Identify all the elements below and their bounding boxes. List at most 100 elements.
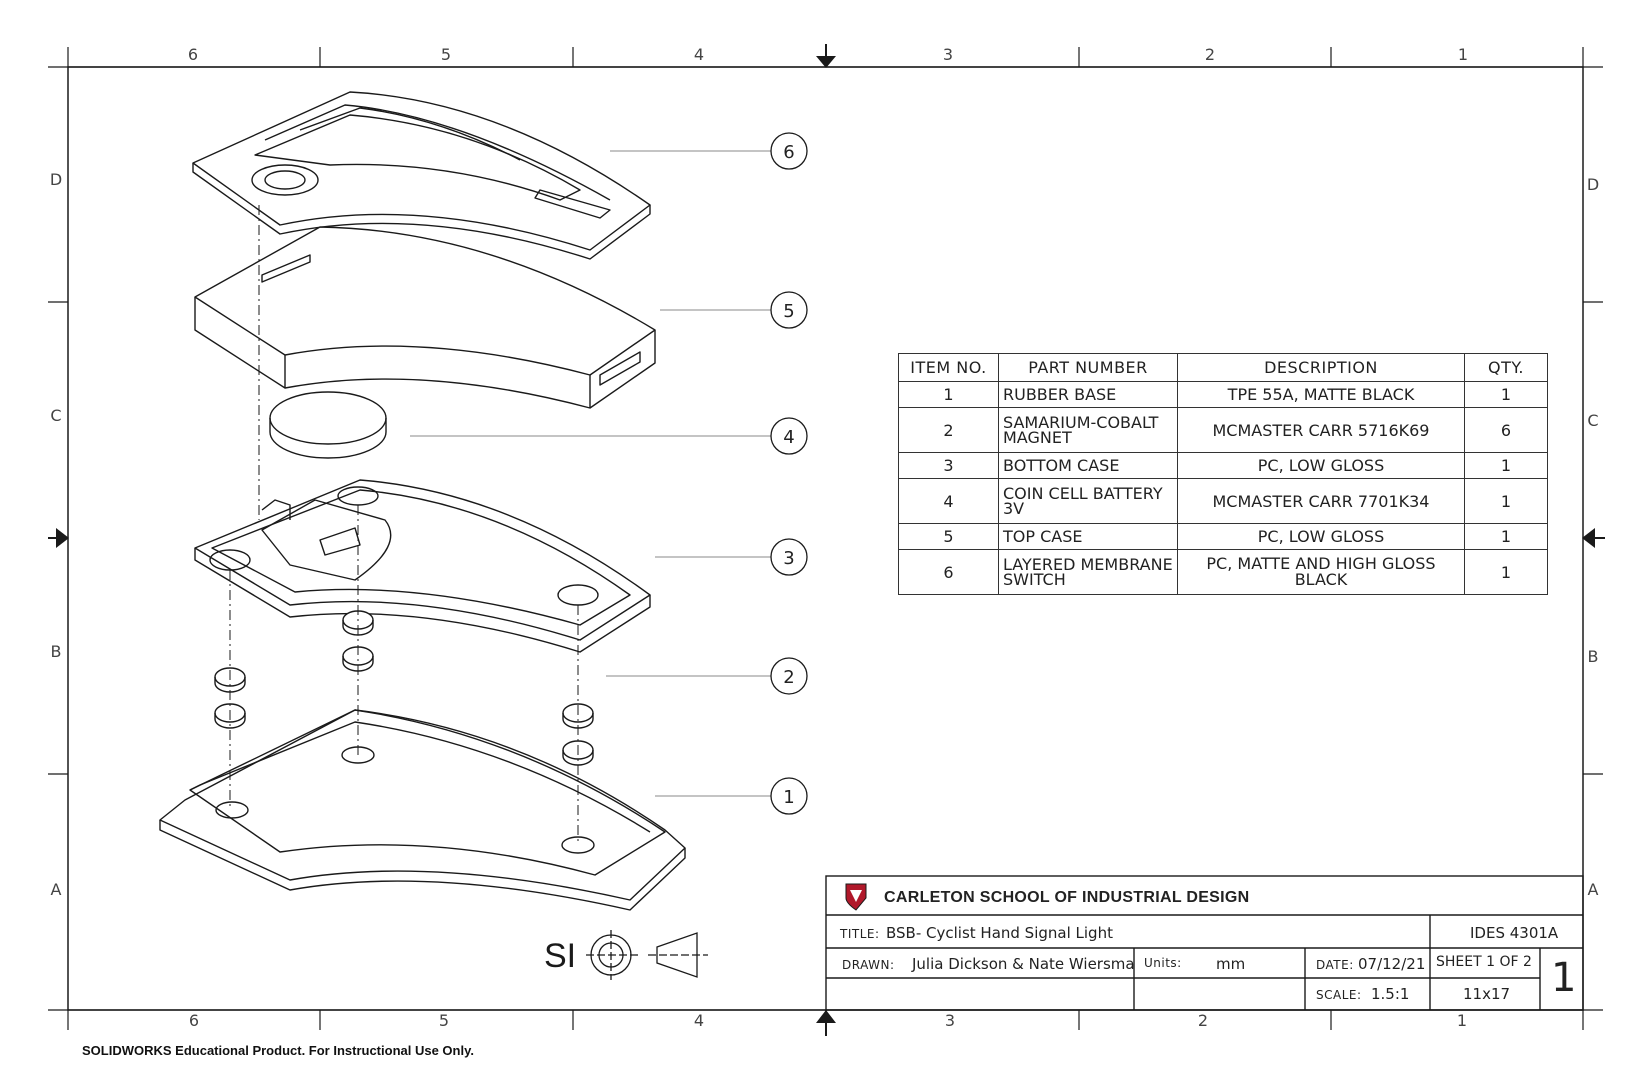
part-magnets bbox=[214, 610, 594, 766]
bom-item-no: 4 bbox=[898, 478, 999, 524]
bom-description: PC, MATTE AND HIGH GLOSS BLACK bbox=[1177, 549, 1465, 595]
balloon bbox=[770, 291, 808, 329]
bom-description: MCMASTER CARR 5716K69 bbox=[1177, 407, 1465, 453]
projection-symbol: SI bbox=[544, 930, 708, 980]
part-rubber-base bbox=[159, 709, 686, 911]
bill-of-materials-table: ITEM NO. PART NUMBER DESCRIPTION QTY. 1 … bbox=[898, 353, 1548, 595]
bom-item-no: 5 bbox=[898, 523, 999, 550]
bom-header: QTY. bbox=[1464, 353, 1548, 382]
balloon bbox=[770, 417, 808, 455]
bom-item-no: 2 bbox=[898, 407, 999, 453]
balloon-number: 2 bbox=[783, 667, 794, 688]
centering-arrows bbox=[48, 44, 1605, 1036]
bom-description: MCMASTER CARR 7701K34 bbox=[1177, 478, 1465, 524]
bom-part-number: LAYERED MEMBRANE SWITCH bbox=[998, 549, 1178, 595]
col-label-top: 6 bbox=[188, 45, 198, 64]
school-crest-logo bbox=[845, 883, 867, 911]
units-label: Units: bbox=[1144, 956, 1182, 970]
bom-part-number: SAMARIUM-COBALT MAGNET bbox=[998, 407, 1178, 453]
row-label-left: C bbox=[50, 406, 61, 425]
row-label-right: B bbox=[1588, 647, 1599, 666]
school-name: CARLETON SCHOOL OF INDUSTRIAL DESIGN bbox=[884, 889, 1250, 906]
bom-item-no: 1 bbox=[898, 381, 999, 408]
bom-row: 5 TOP CASE PC, LOW GLOSS 1 bbox=[898, 523, 1548, 550]
balloon-number: 3 bbox=[783, 548, 794, 569]
balloon-number: 6 bbox=[783, 142, 794, 163]
bom-description: TPE 55A, MATTE BLACK bbox=[1177, 381, 1465, 408]
col-label-bottom: 2 bbox=[1198, 1011, 1208, 1030]
exploded-assembly-view bbox=[159, 91, 686, 911]
col-label-bottom: 1 bbox=[1457, 1011, 1467, 1030]
bom-part-number: RUBBER BASE bbox=[998, 381, 1178, 408]
bom-qty: 1 bbox=[1464, 549, 1548, 595]
col-label-top: 2 bbox=[1205, 45, 1215, 64]
bom-row: 4 COIN CELL BATTERY 3V MCMASTER CARR 770… bbox=[898, 478, 1548, 524]
col-label-bottom: 6 bbox=[189, 1011, 199, 1030]
col-label-bottom: 5 bbox=[439, 1011, 449, 1030]
bom-qty: 1 bbox=[1464, 478, 1548, 524]
title-block-frame bbox=[825, 875, 1584, 1011]
bom-qty: 6 bbox=[1464, 407, 1548, 453]
units-value: mm bbox=[1216, 955, 1246, 973]
solidworks-footer-note: SOLIDWORKS Educational Product. For Inst… bbox=[82, 1043, 474, 1058]
bom-qty: 1 bbox=[1464, 523, 1548, 550]
bom-header: PART NUMBER bbox=[998, 353, 1178, 382]
bom-part-number: BOTTOM CASE bbox=[998, 452, 1178, 479]
row-ticks bbox=[48, 301, 1603, 775]
si-units-label: SI bbox=[544, 937, 576, 975]
bom-qty: 1 bbox=[1464, 452, 1548, 479]
row-label-right: A bbox=[1588, 880, 1599, 899]
drawn-by: Julia Dickson & Nate Wiersma bbox=[912, 955, 1135, 973]
col-label-top: 4 bbox=[694, 45, 704, 64]
balloons bbox=[770, 132, 808, 815]
part-membrane-switch bbox=[192, 91, 651, 260]
balloon bbox=[770, 777, 808, 815]
drawing-title: BSB- Cyclist Hand Signal Light bbox=[886, 924, 1113, 942]
bom-qty: 1 bbox=[1464, 381, 1548, 408]
bom-row: 2 SAMARIUM-COBALT MAGNET MCMASTER CARR 5… bbox=[898, 407, 1548, 453]
drawn-label: DRAWN: bbox=[842, 958, 895, 972]
part-coin-battery bbox=[269, 391, 387, 459]
col-label-top: 3 bbox=[943, 45, 953, 64]
row-label-left: A bbox=[51, 880, 62, 899]
col-label-bottom: 4 bbox=[694, 1011, 704, 1030]
row-label-right: C bbox=[1587, 411, 1598, 430]
bom-header: DESCRIPTION bbox=[1177, 353, 1465, 382]
part-bottom-case bbox=[194, 479, 651, 653]
balloon-number: 4 bbox=[783, 427, 794, 448]
course-code: IDES 4301A bbox=[1470, 924, 1559, 942]
balloon bbox=[770, 538, 808, 576]
balloon bbox=[770, 657, 808, 695]
bom-item-no: 3 bbox=[898, 452, 999, 479]
paper-size: 11x17 bbox=[1463, 985, 1511, 1003]
bom-item-no: 6 bbox=[898, 549, 999, 595]
bom-description: PC, LOW GLOSS bbox=[1177, 452, 1465, 479]
bom-row: 6 LAYERED MEMBRANE SWITCH PC, MATTE AND … bbox=[898, 549, 1548, 595]
title-label: TITLE: bbox=[840, 927, 880, 941]
part-top-case bbox=[194, 226, 656, 409]
row-label-left: D bbox=[50, 170, 62, 189]
sheet-number: SHEET 1 OF 2 bbox=[1436, 954, 1532, 970]
balloon-number: 5 bbox=[783, 301, 794, 322]
row-label-left: B bbox=[51, 642, 62, 661]
column-ticks bbox=[67, 47, 1584, 1030]
date-label: DATE: bbox=[1316, 958, 1354, 972]
bom-description: PC, LOW GLOSS bbox=[1177, 523, 1465, 550]
bom-part-number: COIN CELL BATTERY 3V bbox=[998, 478, 1178, 524]
balloon-number: 1 bbox=[783, 787, 794, 808]
explode-lines bbox=[229, 205, 579, 845]
col-label-bottom: 3 bbox=[945, 1011, 955, 1030]
scale-value: 1.5:1 bbox=[1371, 985, 1410, 1003]
bom-part-number: TOP CASE bbox=[998, 523, 1178, 550]
col-label-top: 1 bbox=[1458, 45, 1468, 64]
revision-number: 1 bbox=[1551, 955, 1577, 1001]
scale-label: SCALE: bbox=[1316, 988, 1362, 1002]
bom-row: 3 BOTTOM CASE PC, LOW GLOSS 1 bbox=[898, 452, 1548, 479]
bom-header: ITEM NO. bbox=[898, 353, 999, 382]
col-label-top: 5 bbox=[441, 45, 451, 64]
row-label-right: D bbox=[1587, 175, 1599, 194]
date-value: 07/12/21 bbox=[1358, 955, 1426, 973]
balloon bbox=[770, 132, 808, 170]
bom-row: 1 RUBBER BASE TPE 55A, MATTE BLACK 1 bbox=[898, 381, 1548, 408]
